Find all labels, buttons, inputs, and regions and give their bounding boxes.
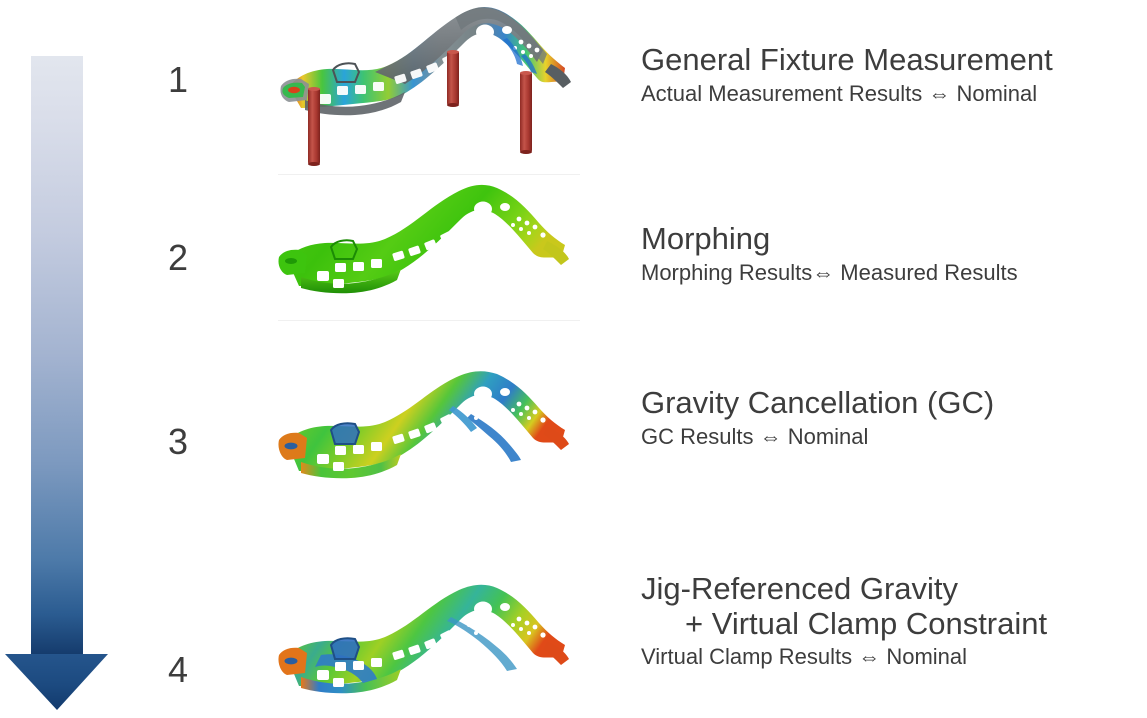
fem-deviation-model-morphing-image [275, 183, 575, 319]
step-subtitle-3: GC Results ⇔ Nominal [641, 423, 869, 449]
figure-divider-rule [278, 320, 580, 321]
step-title-3: Gravity Cancellation (GC) [641, 385, 995, 420]
step-subtitle-4: Virtual Clamp Results ⇔ Nominal [641, 644, 968, 670]
step-title-4-line1: Jig-Referenced Gravity [641, 571, 959, 606]
step-subtitle-2: Morphing Results⇔ Measured Results [641, 259, 1018, 285]
fixture-post [308, 87, 320, 166]
fem-deviation-model-virtual-clamp-image [275, 583, 575, 713]
step-number-4: 4 [168, 649, 189, 690]
downward-process-arrow-icon [0, 50, 120, 715]
step-number-2: 2 [168, 237, 189, 278]
step-title-4-line2: + Virtual Clamp Constraint [685, 605, 1048, 641]
figure-divider-rule [278, 174, 580, 175]
step-text-block-2: Morphing Morphing Results⇔ Measured Resu… [641, 221, 1018, 286]
step-text-block-1: General Fixture Measurement Actual Measu… [641, 42, 1053, 107]
step-number-1: 1 [168, 59, 189, 100]
step-title-1: General Fixture Measurement [641, 42, 1053, 77]
fixture-post [447, 50, 459, 107]
step-text-block-3: Gravity Cancellation (GC) GC Results ⇔ N… [641, 385, 995, 450]
step-text-block-4: Jig-Referenced Gravity + Virtual Clamp C… [641, 571, 1048, 671]
step-subtitle-1: Actual Measurement Results ⇔ Nominal [641, 80, 1038, 106]
fem-deviation-model-gravity-cancellation-image [275, 370, 575, 498]
step-title-2: Morphing [641, 221, 771, 256]
fem-deviation-model-fixture-image [275, 2, 575, 172]
fixture-post [520, 71, 532, 154]
step-number-3: 3 [168, 421, 189, 462]
